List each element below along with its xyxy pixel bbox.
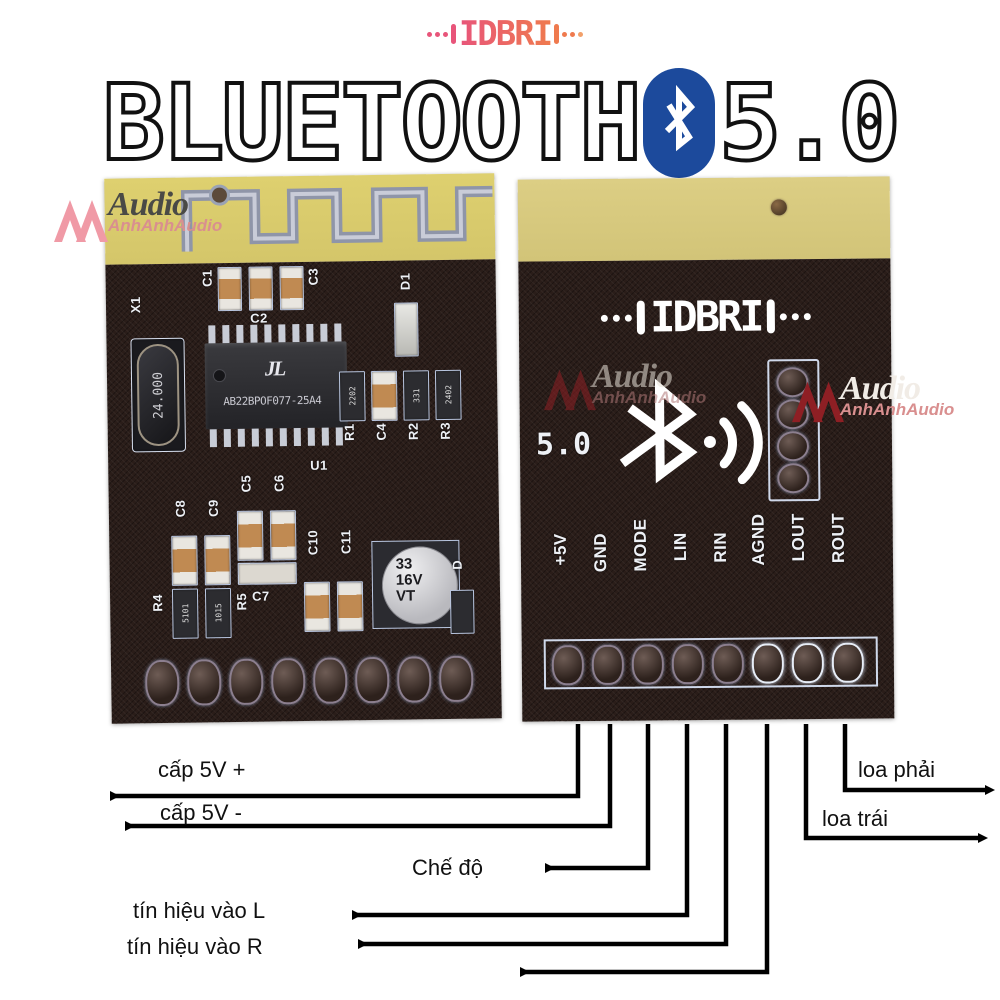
title-bluetooth: BLUETOOTH <box>100 62 644 184</box>
leader-agnd <box>520 724 770 977</box>
logo-wave-bar <box>570 31 576 37</box>
component-ic-u1: JL AB22BPOF077-25A4 <box>204 323 348 448</box>
leader-power-plus <box>110 724 581 801</box>
silk-bluetooth-wave-icon <box>619 378 763 485</box>
leader-speaker-left <box>803 724 988 843</box>
leader-speaker-right <box>842 724 995 795</box>
left-board: C1 C2 C3 X1 24.000 <box>104 173 502 724</box>
brand-logo: IDBRI <box>420 6 590 62</box>
logo-wave-bar <box>450 24 456 44</box>
logo-wave-bar <box>578 31 584 37</box>
logo-wave-bar <box>434 31 440 37</box>
annotation-input-right: tín hiệu vào R <box>127 934 263 959</box>
leader-input-right <box>358 724 729 949</box>
annotation-power-plus: cấp 5V + <box>158 757 246 782</box>
brand-logo-text: IDBRI <box>458 14 553 54</box>
leader-input-left <box>352 724 690 920</box>
logo-wave-bar <box>562 31 568 37</box>
pcb-substrate: C1 C2 C3 X1 24.000 <box>105 259 502 724</box>
logo-wave-bar <box>426 31 432 37</box>
right-board: IDBRI 5.0 +5V GND MODE LIN RIN AGND LOUT <box>517 176 895 722</box>
annotation-speaker-left: loa trái <box>822 806 889 831</box>
bluetooth-icon <box>642 68 715 178</box>
title-version: 5.0 <box>717 62 903 184</box>
annotation-input-left: tín hiệu vào L <box>133 898 266 923</box>
logo-wave-bar <box>554 24 560 44</box>
page-title: BLUETOOTH 5.0 <box>0 62 1000 184</box>
annotation-speaker-right: loa phải <box>858 757 936 782</box>
pcb-meander-antenna <box>180 184 493 252</box>
leader-mode <box>545 724 651 873</box>
ic-pins <box>208 323 343 448</box>
logo-wave-bar <box>442 31 448 37</box>
annotation-mode: Chế độ <box>412 855 483 880</box>
pcb-antenna-area <box>104 173 496 265</box>
leader-power-minus <box>125 724 613 831</box>
pcb-substrate-back: IDBRI 5.0 +5V GND MODE LIN RIN AGND LOUT <box>518 258 895 722</box>
bluetooth-glyph <box>664 85 695 152</box>
annotation-power-minus: cấp 5V - <box>160 800 242 825</box>
